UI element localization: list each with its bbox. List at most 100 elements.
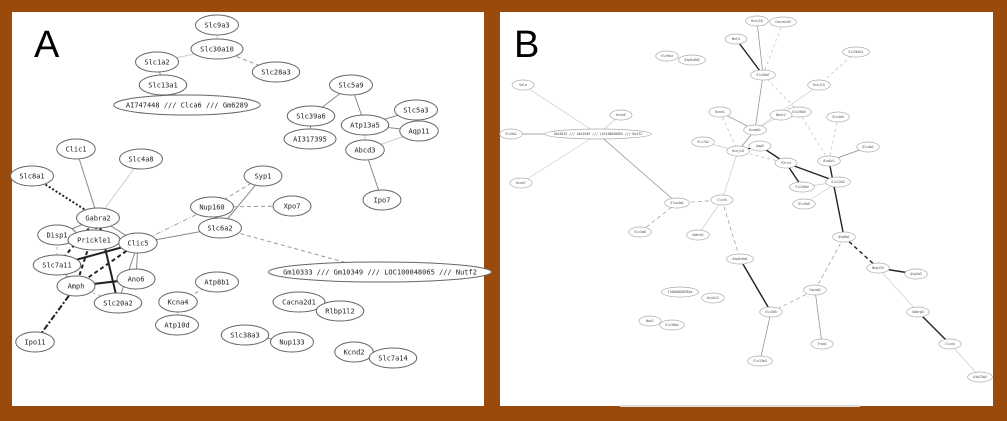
node[interactable]: Slc28a3	[251, 61, 301, 83]
node[interactable]: Syp1	[243, 165, 283, 187]
node[interactable]: Slc4a1	[856, 141, 880, 153]
node[interactable]: Ipo7	[362, 189, 402, 211]
node[interactable]: Ano6	[116, 268, 156, 290]
node[interactable]: Atp13a5	[340, 114, 390, 136]
node[interactable]: Slc30a10	[190, 38, 244, 60]
node-label: Aqp11	[408, 127, 429, 135]
node[interactable]: Clic1	[56, 138, 96, 160]
node[interactable]: Slc5a3	[394, 99, 438, 121]
node[interactable]: Atp6v0d2	[678, 54, 706, 66]
node[interactable]: AI317395	[283, 128, 337, 150]
node[interactable]: Xpo7	[272, 195, 312, 217]
node[interactable]: Atp6v0d1	[726, 253, 754, 265]
node[interactable]: Slc4a5	[826, 111, 850, 123]
node[interactable]: Slc38a4	[659, 319, 685, 331]
node[interactable]: Clcn5	[710, 194, 734, 206]
node[interactable]: Cacnb2	[803, 284, 827, 296]
node-shape	[268, 261, 492, 283]
node[interactable]: Aqp5	[748, 140, 772, 152]
node[interactable]: Cacna2d1	[272, 291, 326, 313]
node[interactable]: Slc8a1	[10, 165, 54, 187]
node[interactable]: Slc26a7	[750, 69, 776, 81]
node[interactable]: Slco4a1	[664, 197, 690, 209]
node[interactable]: Abcd3	[345, 139, 385, 161]
node-shape	[710, 194, 734, 206]
node[interactable]: Cacna2d3	[769, 16, 797, 28]
node[interactable]: Kcnk7	[509, 177, 533, 189]
node[interactable]: Slc9a4	[655, 50, 679, 62]
node[interactable]: Wnt4	[724, 33, 748, 45]
node[interactable]: Slc4a8	[628, 226, 652, 238]
node[interactable]: Slc12a3	[825, 176, 851, 188]
node[interactable]: Kcnk13	[701, 292, 725, 304]
node[interactable]: Kcnj15	[807, 79, 831, 91]
node-shape	[138, 74, 188, 96]
node[interactable]: Atp8b1	[195, 271, 239, 293]
node[interactable]: 1700008O03Rik	[660, 286, 699, 298]
node[interactable]: Kcna4	[158, 291, 198, 313]
node[interactable]: Slc4a8	[119, 148, 163, 170]
node[interactable]: Slc5a9	[329, 74, 373, 96]
node[interactable]: Kcne1	[708, 106, 732, 118]
node[interactable]: Slc6a2	[198, 217, 242, 239]
node[interactable]: Best2	[769, 109, 793, 121]
node[interactable]: Nup133	[270, 331, 314, 353]
node[interactable]: Atp2a3	[904, 268, 928, 280]
node[interactable]: Slc9a1	[499, 128, 523, 140]
node[interactable]: Slc13a1	[138, 74, 188, 96]
node[interactable]: Slc20a2	[93, 292, 143, 314]
node[interactable]: Clca4	[938, 338, 962, 350]
node[interactable]: Atp13a4	[967, 371, 993, 383]
node-label: Cacna2d1	[282, 298, 316, 306]
node[interactable]: Kcnk5	[609, 109, 633, 121]
node-shape	[664, 197, 690, 209]
edges-panel-b	[511, 20, 981, 378]
node[interactable]: Prickle1	[67, 229, 121, 251]
node[interactable]: Amph	[56, 275, 96, 297]
node[interactable]: Gabrg3	[906, 306, 930, 318]
node[interactable]: Slc9a3	[195, 14, 239, 36]
node-shape	[272, 195, 312, 217]
node[interactable]: Kcnj10	[726, 145, 750, 157]
edge	[75, 242, 139, 287]
node[interactable]: Gabra2	[76, 207, 120, 229]
node[interactable]: Kcnj16	[745, 15, 769, 27]
node[interactable]: Gm10333 /// Gm10349 /// LOC100048065 ///…	[544, 128, 652, 140]
node[interactable]: P2rx4	[774, 157, 798, 169]
node[interactable]: Slc26a11	[842, 46, 870, 58]
node[interactable]: Rlbp1l2	[315, 300, 365, 322]
node[interactable]: Slc13a3	[747, 355, 773, 367]
node[interactable]: Sele	[511, 79, 535, 91]
node[interactable]: Nup160	[190, 196, 234, 218]
node[interactable]: Gm10333 /// Gm10349 /// LOC100048065 ///…	[268, 261, 492, 283]
node-label: Slc4a5	[832, 115, 844, 119]
panel-b	[500, 12, 993, 406]
node[interactable]: Gabrb1	[686, 229, 710, 241]
node[interactable]: Slc7a2	[691, 136, 715, 148]
node[interactable]: Slc39a6	[286, 105, 336, 127]
node[interactable]: AI747448 /// Clca6 /// Gm6289	[113, 94, 261, 116]
node[interactable]: Trpa1	[810, 338, 834, 350]
node[interactable]: Slc9a5	[792, 198, 816, 210]
node[interactable]: Kcnd2	[334, 341, 374, 363]
node[interactable]: Nup133	[866, 262, 890, 274]
node[interactable]: Clic5	[118, 232, 158, 254]
node[interactable]: Ipo11	[15, 331, 55, 353]
node[interactable]: Atp8a1	[832, 231, 856, 243]
node[interactable]: Kcnma1	[743, 124, 767, 136]
node[interactable]: Slc7a11	[32, 254, 82, 276]
node-shape	[15, 331, 55, 353]
node[interactable]: Slc38a3	[220, 324, 270, 346]
node[interactable]: Slc5a5	[759, 306, 783, 318]
node[interactable]: Atp10d	[155, 314, 199, 336]
node-shape	[251, 61, 301, 83]
node[interactable]: Slc26a4	[789, 181, 815, 193]
node[interactable]: Nox1	[638, 315, 662, 327]
node[interactable]: Atp6v1	[817, 155, 841, 167]
edge	[597, 133, 678, 204]
divider	[620, 405, 860, 407]
node[interactable]: Slc1a2	[135, 51, 179, 73]
node[interactable]: Slc7a14	[368, 347, 418, 369]
node[interactable]: Aqp11	[399, 120, 439, 142]
